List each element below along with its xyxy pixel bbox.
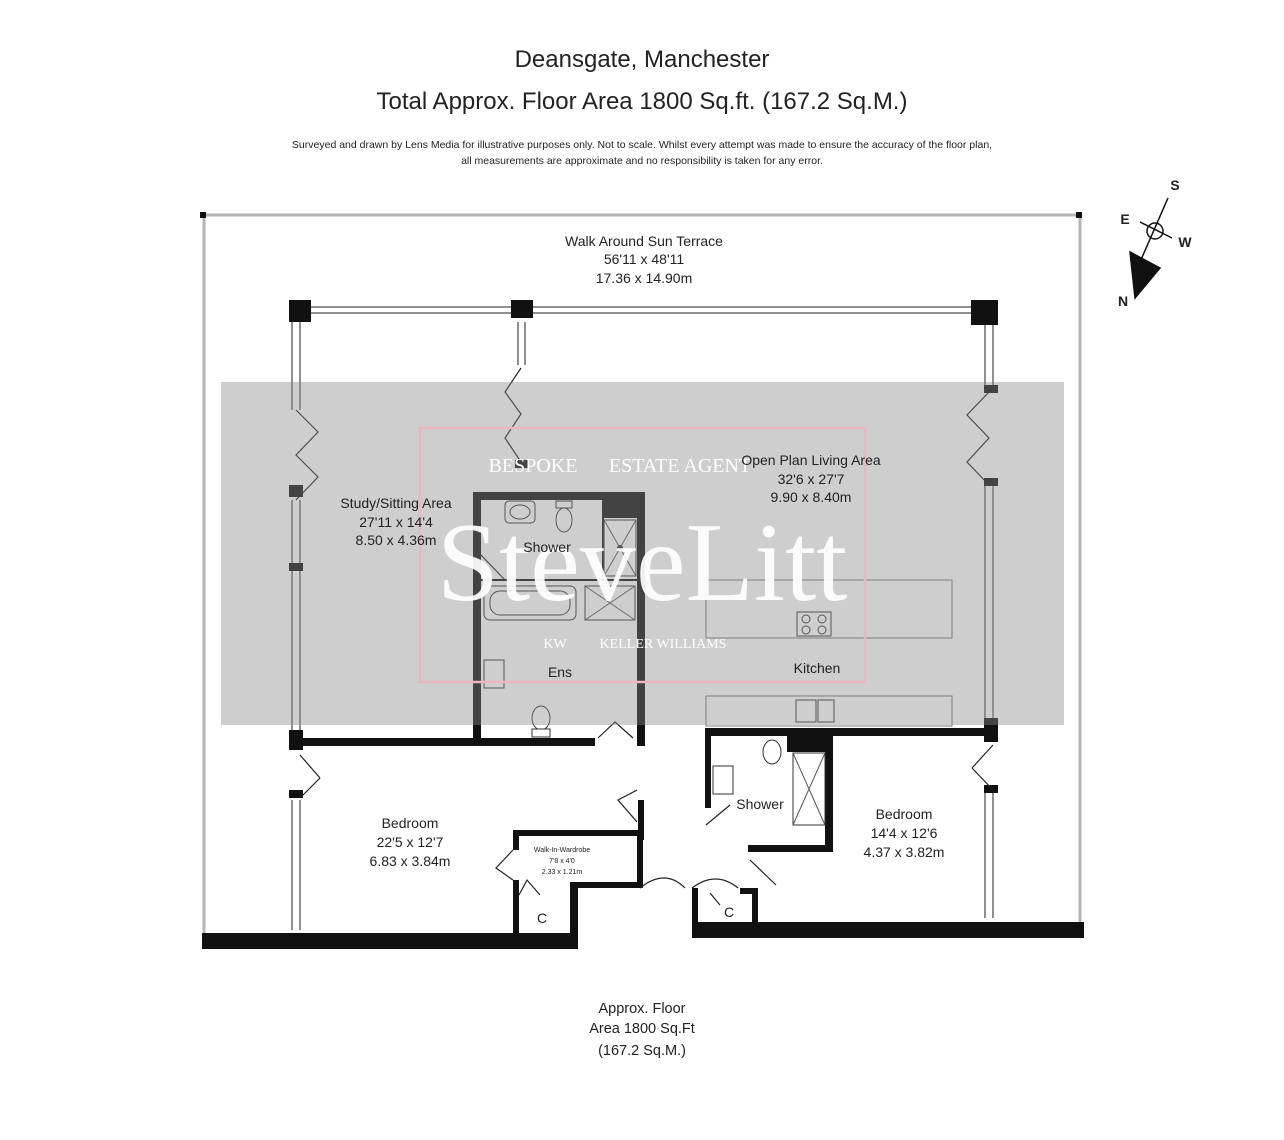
- plan-title: Deansgate, Manchester: [514, 46, 770, 73]
- compass-w: W: [1178, 234, 1192, 250]
- compass-n: N: [1118, 293, 1128, 309]
- wardrobe-imperial: 7'8 x 4'0: [549, 858, 575, 865]
- sink-icon: [795, 699, 817, 723]
- fixtures: [483, 500, 953, 826]
- watermark-partner: KELLER WILLIAMS: [600, 637, 727, 652]
- living-imperial: 32'6 x 27'7: [778, 471, 845, 487]
- walls: [202, 300, 1084, 949]
- bedroom1-metric: 6.83 x 3.84m: [370, 853, 451, 869]
- folding-doors: [295, 367, 990, 501]
- ensuite-name: Ens: [548, 664, 572, 680]
- watermark-estate-agent: ESTATE AGENT: [609, 455, 751, 477]
- watermark-kw: KW: [543, 637, 567, 652]
- terrace-name: Walk Around Sun Terrace: [565, 233, 723, 249]
- wardrobe-name: Walk-In-Wardrobe: [534, 847, 590, 854]
- terrace-outline: [202, 213, 1082, 948]
- wardrobe-metric: 2.33 x 1.21m: [542, 869, 583, 876]
- glazing: [291, 306, 994, 930]
- disclaimer-line-2: all measurements are approximate and no …: [461, 155, 823, 167]
- bedroom2-imperial: 14'4 x 12'6: [871, 825, 938, 841]
- bedroom1-name: Bedroom: [382, 815, 439, 831]
- terrace-corners: [200, 212, 1082, 218]
- living-name: Open Plan Living Area: [741, 452, 881, 468]
- footer-area-line-3: (167.2 Sq.M.): [598, 1043, 686, 1059]
- doors: [299, 554, 994, 906]
- study-metric: 8.50 x 4.36m: [356, 532, 437, 548]
- study-imperial: 27'11 x 14'4: [359, 514, 433, 530]
- bedroom2-name: Bedroom: [876, 806, 933, 822]
- shower2-name: Shower: [736, 796, 784, 812]
- watermark-brand: SteveLitt: [437, 501, 848, 625]
- partitions: [481, 500, 637, 581]
- kitchen-island: [705, 579, 953, 639]
- kitchen-name: Kitchen: [794, 660, 841, 676]
- room-labels: Walk Around Sun Terrace 56'11 x 48'11 17…: [340, 233, 944, 926]
- shower2-basin-icon: [712, 765, 734, 795]
- footer-area-line-2: Area 1800 Sq.Ft: [589, 1021, 695, 1037]
- watermark: BESPOKE ESTATE AGENT SteveLitt KW KELLER…: [221, 382, 1064, 725]
- cupboard1-name: C: [537, 910, 547, 926]
- terrace-metric: 17.36 x 14.90m: [596, 270, 693, 286]
- bedroom2-metric: 4.37 x 3.82m: [864, 844, 945, 860]
- footer-area-line-1: Approx. Floor: [598, 1001, 686, 1017]
- shower2-toilet-icon: [762, 739, 782, 765]
- watermark-bespoke: BESPOKE: [489, 455, 578, 477]
- cupboard2-name: C: [724, 904, 734, 920]
- bedroom1-imperial: 22'5 x 12'7: [377, 834, 444, 850]
- plan-total-area: Total Approx. Floor Area 1800 Sq.ft. (16…: [376, 88, 908, 115]
- compass-s: S: [1170, 177, 1179, 193]
- kitchen-counter: [705, 695, 953, 727]
- compass-e: E: [1120, 211, 1129, 227]
- watermark-frame: [418, 426, 867, 684]
- shower1-name: Shower: [523, 539, 571, 555]
- terrace-imperial: 56'11 x 48'11: [604, 251, 685, 267]
- compass-rose-icon: [1129, 197, 1173, 300]
- study-name: Study/Sitting Area: [340, 495, 452, 511]
- living-metric: 9.90 x 8.40m: [771, 489, 852, 505]
- disclaimer-line-1: Surveyed and drawn by Lens Media for ill…: [291, 139, 993, 151]
